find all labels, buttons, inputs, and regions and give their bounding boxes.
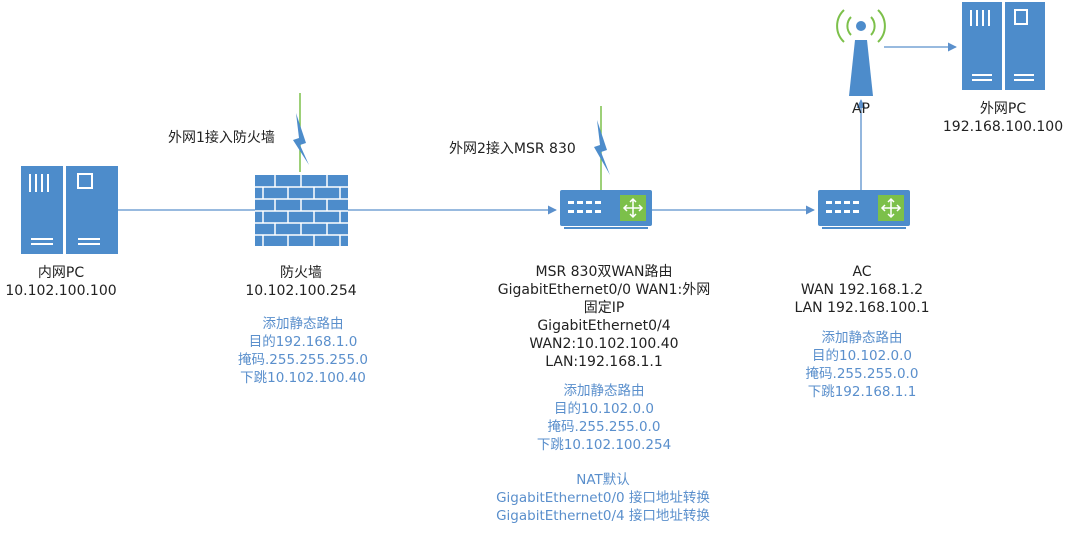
- router-line: 固定IP: [583, 300, 625, 316]
- ac-static-route-note: 添加静态路由 目的10.102.0.0 掩码.255.255.0.0 下跳192…: [806, 329, 919, 401]
- router-line: GigabitEthernet0/0 WAN1:外网: [497, 282, 711, 298]
- ac-line: WAN 192.168.1.2: [800, 282, 924, 298]
- wireless-ap-icon: [836, 9, 886, 96]
- router-line: GigabitEthernet0/4: [537, 318, 671, 334]
- intranet-pc-ip: 10.102.100.100: [5, 283, 117, 299]
- note-line: 目的192.168.1.0: [248, 334, 358, 350]
- note-line: 添加静态路由: [563, 383, 645, 399]
- extranet-pc-name: 外网PC: [979, 101, 1027, 117]
- note-line: NAT默认: [576, 472, 630, 488]
- intranet-pc-server-icon: [21, 166, 118, 254]
- note-line: 掩码.255.255.255.0: [237, 352, 369, 368]
- firewall-ip: 10.102.100.254: [245, 283, 357, 299]
- ac-label: AC WAN 192.168.1.2 LAN 192.168.100.1: [794, 263, 929, 317]
- access-controller-icon: [818, 190, 910, 229]
- intranet-pc-label: 内网PC 10.102.100.100: [5, 264, 116, 300]
- firewall-uplink-icon: [293, 93, 309, 172]
- firewall-static-route-note: 添加静态路由 目的192.168.1.0 掩码.255.255.255.0 下跳…: [238, 315, 368, 387]
- note-line: GigabitEthernet0/0 接口地址转换: [496, 490, 710, 506]
- note-line: 目的10.102.0.0: [553, 401, 654, 417]
- firewall-label: 防火墙 10.102.100.254: [245, 264, 356, 300]
- note-line: 掩码.255.255.0.0: [547, 419, 661, 435]
- note-line: 添加静态路由: [821, 330, 903, 346]
- firewall-icon: [255, 175, 348, 246]
- router-icon: [560, 190, 652, 229]
- ac-line: AC: [852, 264, 872, 280]
- router-uplink-note: 外网2接入MSR 830: [449, 141, 576, 157]
- note-line: 掩码.255.255.0.0: [805, 366, 919, 382]
- note-line: 下跳10.102.100.40: [240, 370, 366, 386]
- extranet-pc-label: 外网PC 192.168.100.100: [943, 100, 1063, 136]
- ap-label: AP: [851, 101, 871, 117]
- extranet-pc-server-icon: [962, 2, 1045, 90]
- router-label: MSR 830双WAN路由 GigabitEthernet0/0 WAN1:外网…: [498, 263, 711, 371]
- note-line: GigabitEthernet0/4 接口地址转换: [496, 508, 710, 524]
- router-line: MSR 830双WAN路由: [535, 264, 673, 280]
- note-line: 下跳192.168.1.1: [807, 384, 917, 400]
- router-line: WAN2:10.102.100.40: [529, 336, 679, 352]
- extranet-pc-ip: 192.168.100.100: [942, 119, 1064, 135]
- firewall-uplink-note: 外网1接入防火墙: [168, 130, 275, 146]
- note-line: 目的10.102.0.0: [811, 348, 912, 364]
- firewall-name: 防火墙: [280, 265, 322, 281]
- router-uplink-icon: [594, 106, 610, 190]
- note-line: 下跳10.102.100.254: [536, 437, 672, 453]
- note-line: 添加静态路由: [262, 316, 344, 332]
- router-nat-note: NAT默认 GigabitEthernet0/0 接口地址转换 GigabitE…: [496, 471, 710, 525]
- router-static-route-note: 添加静态路由 目的10.102.0.0 掩码.255.255.0.0 下跳10.…: [537, 382, 671, 454]
- ac-line: LAN 192.168.100.1: [794, 300, 930, 316]
- router-line: LAN:192.168.1.1: [545, 354, 663, 370]
- intranet-pc-name: 内网PC: [37, 265, 85, 281]
